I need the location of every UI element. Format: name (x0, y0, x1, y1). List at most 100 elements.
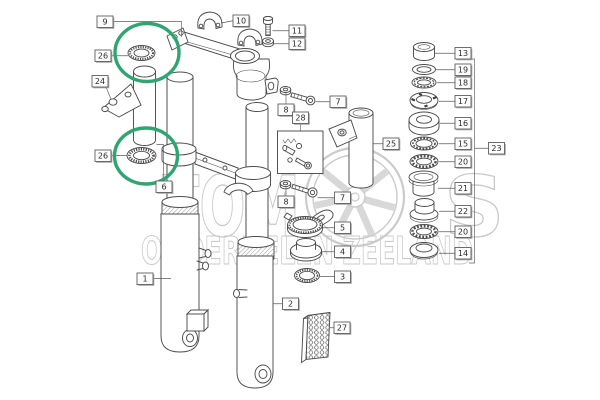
svg-text:1: 1 (142, 274, 147, 283)
svg-text:8: 8 (283, 197, 288, 206)
part-washer-19 (412, 64, 436, 75)
callout-26-bottom[interactable]: 26 (94, 149, 113, 163)
left-fork-tab (185, 308, 210, 333)
svg-text:5: 5 (340, 223, 345, 232)
svg-text:21: 21 (458, 184, 468, 193)
part-ball-cage-20-upper (409, 154, 439, 169)
part-reflector-27 (300, 311, 331, 364)
svg-text:13: 13 (458, 49, 468, 58)
svg-text:7: 7 (335, 97, 340, 106)
svg-text:3: 3 (340, 272, 345, 281)
callout-1[interactable]: 1 (136, 272, 155, 286)
callout-13[interactable]: 13 (454, 47, 473, 61)
part-lower-triple-clamp (161, 142, 271, 196)
part-bolt-11 (263, 16, 273, 36)
svg-text:19: 19 (458, 65, 468, 74)
svg-text:20: 20 (458, 227, 468, 236)
callout-3[interactable]: 3 (334, 270, 352, 284)
highlight-circle-top (113, 21, 181, 84)
diagram-line-art (101, 11, 440, 389)
callout-9[interactable]: 9 (96, 15, 115, 29)
callout-26-top[interactable]: 26 (94, 49, 113, 63)
part-ring-nut-26-top (127, 45, 156, 61)
callout-7-lower[interactable]: 7 (334, 191, 352, 205)
part-bolt-7-lower (291, 183, 318, 198)
part-steering-cap-nut-13 (413, 42, 435, 61)
part-right-fork-slider-2 (233, 236, 275, 389)
callout-11[interactable]: 11 (288, 24, 307, 38)
callout-2[interactable]: 2 (282, 297, 300, 311)
part-repair-kit-28 (277, 130, 324, 174)
callout-27[interactable]: 27 (333, 321, 352, 335)
part-nut-8-upper (279, 86, 292, 96)
part-adjusting-nut-17 (409, 92, 439, 110)
callout-21[interactable]: 21 (454, 182, 473, 196)
part-nut-12 (262, 37, 274, 48)
svg-text:23: 23 (491, 144, 501, 153)
svg-text:28: 28 (295, 113, 305, 122)
part-ball-cage-20-lower (409, 224, 439, 239)
callout-4[interactable]: 4 (334, 245, 352, 259)
callout-5[interactable]: 5 (334, 221, 352, 235)
part-steering-column-25 (328, 107, 374, 189)
part-cap-5 (283, 209, 334, 238)
callout-leader-lines (105, 20, 489, 329)
part-steering-head (230, 48, 279, 101)
callout-22[interactable]: 22 (454, 205, 473, 219)
callout-7-upper[interactable]: 7 (329, 95, 348, 109)
callout-14[interactable]: 14 (454, 247, 473, 261)
callout-24[interactable]: 24 (91, 75, 110, 89)
callout-20-lower[interactable]: 20 (454, 225, 473, 239)
svg-text:12: 12 (292, 39, 302, 48)
highlight-circles (112, 21, 181, 186)
part-bearing-cone-14 (409, 242, 439, 260)
callout-16[interactable]: 16 (454, 117, 473, 131)
svg-text:20: 20 (458, 157, 468, 166)
svg-text:8: 8 (283, 105, 288, 114)
svg-text:17: 17 (458, 97, 468, 106)
callout-12[interactable]: 12 (288, 37, 307, 51)
left-fork-bosses (196, 247, 212, 271)
svg-text:10: 10 (236, 16, 246, 25)
callout-23[interactable]: 23 (488, 142, 506, 156)
part-ring-nut-26-bottom (126, 147, 157, 164)
callout-8-upper[interactable]: 8 (277, 103, 296, 117)
callout-17[interactable]: 17 (454, 95, 473, 109)
part-lock-washer-18 (411, 76, 437, 89)
callout-6[interactable]: 6 (155, 180, 174, 194)
callout-28[interactable]: 28 (292, 111, 310, 125)
part-bearing-ring-16 (408, 111, 440, 136)
svg-text:9: 9 (102, 17, 107, 26)
svg-text:27: 27 (337, 323, 347, 332)
svg-text:4: 4 (340, 247, 345, 256)
callout-18[interactable]: 18 (454, 76, 473, 90)
callout-19[interactable]: 19 (454, 63, 473, 77)
svg-text:24: 24 (95, 77, 105, 86)
part-bolt-7-upper (290, 92, 316, 106)
svg-text:6: 6 (161, 182, 166, 191)
svg-text:7: 7 (340, 193, 345, 202)
callout-20-upper[interactable]: 20 (454, 155, 473, 169)
part-left-fork-slider-1 (160, 196, 212, 353)
svg-text:11: 11 (292, 26, 302, 35)
svg-text:14: 14 (458, 249, 468, 258)
part-bearing-cup-21 (408, 170, 439, 197)
svg-text:16: 16 (458, 119, 468, 128)
svg-text:26: 26 (98, 51, 108, 60)
callout-15[interactable]: 15 (454, 137, 473, 151)
callout-8-lower[interactable]: 8 (277, 195, 296, 209)
part-handlebar-clamp-10b (237, 28, 263, 47)
callout-10[interactable]: 10 (232, 14, 251, 28)
part-nut-8-lower (279, 180, 292, 190)
svg-text:2: 2 (288, 299, 293, 308)
part-bearing-cup-22 (409, 198, 439, 223)
part-oil-seal-3 (294, 268, 320, 283)
svg-text:18: 18 (458, 78, 468, 87)
callouts: 9 26 24 26 6 1 10 11 12 7 (91, 14, 506, 335)
svg-text:26: 26 (98, 151, 108, 160)
svg-text:15: 15 (458, 139, 468, 148)
callout-25[interactable]: 25 (382, 137, 401, 151)
part-handlebar-clamp-10a (197, 11, 223, 30)
highlight-circle-bottom (112, 126, 180, 186)
